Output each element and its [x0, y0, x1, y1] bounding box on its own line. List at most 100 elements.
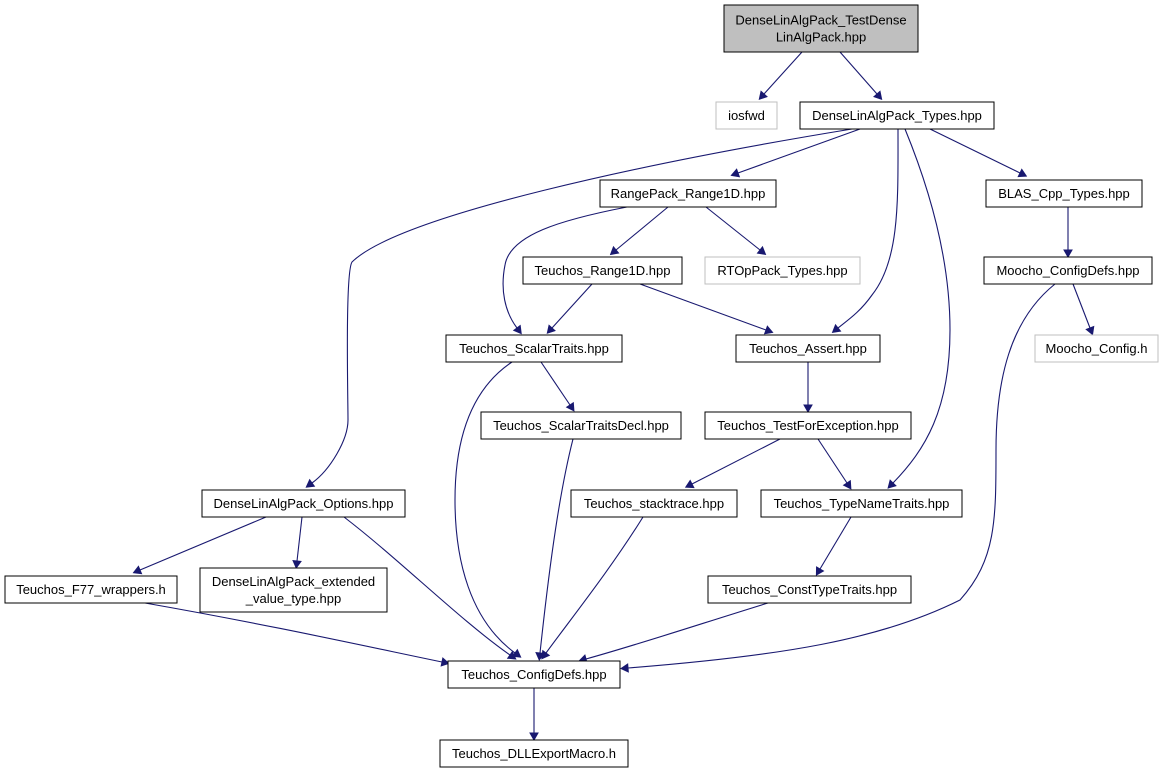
node-box — [522, 256, 683, 285]
node-box — [439, 739, 629, 768]
edge-arrowhead — [292, 559, 302, 569]
edge-line — [639, 283, 767, 331]
node-label: Teuchos_TypeNameTraits.hpp — [774, 496, 950, 511]
edge-line — [817, 438, 848, 484]
node-extended[interactable]: DenseLinAlgPack_extended_value_type.hpp — [199, 567, 388, 613]
node-box — [201, 489, 406, 518]
node-label: Teuchos_stacktrace.hpp — [584, 496, 724, 511]
node-options[interactable]: DenseLinAlgPack_Options.hpp — [201, 489, 406, 518]
edge-line — [1072, 283, 1091, 329]
node-scalar[interactable]: Teuchos_ScalarTraits.hpp — [445, 334, 623, 363]
graph-edges — [132, 51, 1095, 742]
edge-line — [540, 361, 571, 406]
node-label: RangePack_Range1D.hpp — [611, 186, 766, 201]
edge-blas-to-moocho_defs — [1063, 207, 1073, 259]
node-range1d[interactable]: RangePack_Range1D.hpp — [599, 179, 777, 208]
node-label: Teuchos_F77_wrappers.h — [16, 582, 166, 597]
node-label: Moocho_ConfigDefs.hpp — [996, 263, 1139, 278]
edge-arrowhead — [831, 323, 842, 334]
edge-types-to-options — [305, 128, 853, 488]
edge-line — [705, 206, 761, 251]
edge-line — [763, 51, 803, 95]
node-blas[interactable]: BLAS_Cpp_Types.hpp — [985, 179, 1143, 208]
edge-line — [343, 516, 511, 656]
node-testfor[interactable]: Teuchos_TestForException.hpp — [704, 411, 912, 440]
node-label: Teuchos_ScalarTraitsDecl.hpp — [493, 418, 669, 433]
edge-line — [454, 361, 516, 654]
edge-arrowhead — [609, 245, 620, 256]
edge-arrowhead — [541, 649, 551, 660]
node-iosfwd: iosfwd — [715, 101, 778, 130]
node-teuchos_range[interactable]: Teuchos_Range1D.hpp — [522, 256, 683, 285]
node-types[interactable]: DenseLinAlgPack_Types.hpp — [799, 101, 995, 130]
edge-scalar-to-configdefs — [454, 361, 522, 658]
node-moocho_defs[interactable]: Moocho_ConfigDefs.hpp — [983, 256, 1153, 285]
edge-range1d-to-teuchos_range — [609, 206, 669, 256]
node-f77[interactable]: Teuchos_F77_wrappers.h — [4, 575, 178, 604]
node-box — [1034, 334, 1159, 363]
edge-line — [139, 516, 267, 571]
edge-line — [839, 51, 878, 95]
node-rtop: RTOpPack_Types.hpp — [704, 256, 861, 285]
edge-root-to-iosfwd — [758, 51, 803, 100]
node-box — [723, 4, 919, 53]
edge-testfor-to-stack — [684, 438, 781, 489]
node-label: DenseLinAlgPack_extended — [212, 574, 375, 589]
node-box — [715, 101, 778, 130]
edge-range1d-to-rtop — [705, 206, 767, 255]
node-label: RTOpPack_Types.hpp — [717, 263, 847, 278]
edge-arrowhead — [763, 325, 774, 335]
node-box — [445, 334, 623, 363]
node-box — [447, 660, 621, 689]
node-box — [985, 179, 1143, 208]
node-label: DenseLinAlgPack_Options.hpp — [214, 496, 394, 511]
graph-nodes: DenseLinAlgPack_TestDenseLinAlgPack.hppi… — [4, 4, 1159, 768]
node-configdefs[interactable]: Teuchos_ConfigDefs.hpp — [447, 660, 621, 689]
edge-line — [627, 283, 1056, 669]
edge-line — [539, 438, 574, 654]
edge-f77-to-configdefs — [144, 602, 450, 667]
edge-arrowhead — [511, 648, 522, 658]
edge-line — [296, 516, 303, 562]
edge-line — [615, 206, 669, 251]
node-dll[interactable]: Teuchos_DLLExportMacro.h — [439, 739, 629, 768]
node-box — [760, 489, 963, 518]
node-box — [599, 179, 777, 208]
edge-arrowhead — [758, 90, 768, 100]
edge-arrowhead — [873, 90, 883, 101]
node-consttype[interactable]: Teuchos_ConstTypeTraits.hpp — [707, 575, 912, 604]
edge-moocho_defs-to-moocho_config — [1072, 283, 1095, 336]
edge-types-to-range1d — [730, 128, 861, 178]
node-box — [707, 575, 912, 604]
node-label: DenseLinAlgPack_Types.hpp — [812, 108, 982, 123]
edge-arrowhead — [132, 565, 143, 575]
node-label: Teuchos_ConstTypeTraits.hpp — [722, 582, 897, 597]
edge-types-to-typename — [887, 128, 951, 489]
node-scalardecl[interactable]: Teuchos_ScalarTraitsDecl.hpp — [480, 411, 682, 440]
node-moocho_config: Moocho_Config.h — [1034, 334, 1159, 363]
edge-arrowhead — [887, 479, 897, 489]
edge-line — [837, 128, 899, 329]
edge-line — [691, 438, 781, 485]
node-label: Teuchos_ScalarTraits.hpp — [459, 341, 609, 356]
edge-arrowhead — [305, 478, 316, 488]
node-label: Teuchos_Range1D.hpp — [535, 263, 671, 278]
edge-line — [502, 206, 628, 329]
node-label: Teuchos_ConfigDefs.hpp — [461, 667, 606, 682]
edge-consttype-to-configdefs — [578, 602, 769, 664]
edge-line — [144, 602, 443, 663]
node-assert[interactable]: Teuchos_Assert.hpp — [735, 334, 881, 363]
node-typename[interactable]: Teuchos_TypeNameTraits.hpp — [760, 489, 963, 518]
edge-arrowhead — [1085, 325, 1095, 336]
edge-types-to-blas — [929, 128, 1028, 178]
node-stack[interactable]: Teuchos_stacktrace.hpp — [570, 489, 738, 518]
edge-configdefs-to-dll — [529, 688, 539, 742]
edge-line — [311, 128, 853, 484]
node-box — [570, 489, 738, 518]
edge-line — [892, 128, 951, 484]
node-label: Teuchos_Assert.hpp — [749, 341, 867, 356]
edge-options-to-configdefs — [343, 516, 517, 660]
edge-line — [929, 128, 1021, 174]
